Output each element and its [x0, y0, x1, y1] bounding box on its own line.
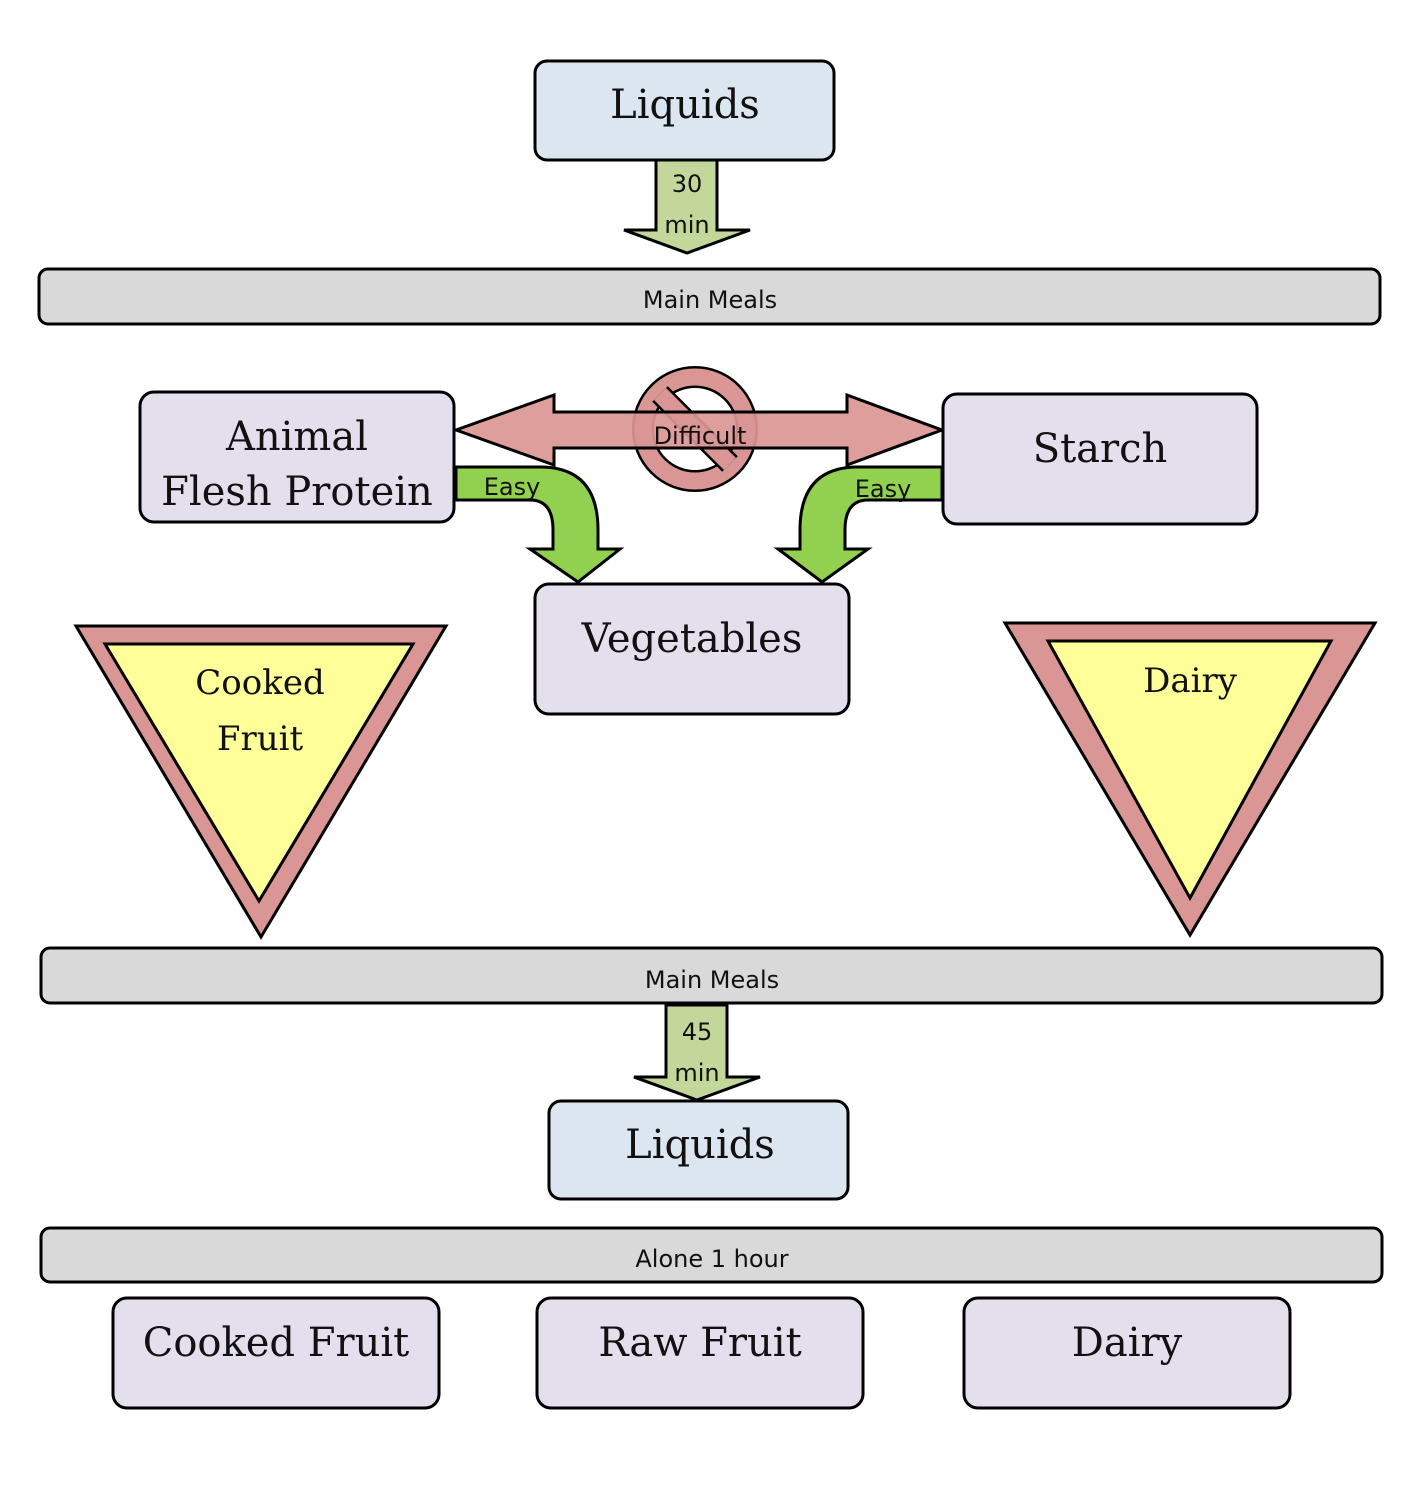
- triangle-left-line1: Cooked: [195, 663, 324, 703]
- easy-label-right: Easy: [855, 475, 912, 503]
- alone-bar: Alone 1 hour: [39, 1226, 1384, 1284]
- difficult-arrow: Difficult: [451, 392, 947, 468]
- liquids-label-bottom: Liquids: [625, 1122, 775, 1168]
- triangle-right-line1: Dairy: [1143, 661, 1238, 701]
- animal-protein-box: Animal Flesh Protein: [138, 390, 456, 524]
- main-meals-label-1: Main Meals: [643, 286, 777, 314]
- time-arrow-30: 30 min: [623, 158, 751, 255]
- difficult-label: Difficult: [654, 422, 747, 450]
- cooked-fruit-box: Cooked Fruit: [111, 1296, 441, 1410]
- main-meals-bar-1: Main Meals: [37, 267, 1382, 326]
- starch-box: Starch: [941, 392, 1259, 526]
- main-meals-bar-2: Main Meals: [39, 946, 1384, 1005]
- bottom-item-label: Raw Fruit: [598, 1320, 801, 1366]
- time-arrow-45: 45 min: [633, 1003, 761, 1102]
- main-meals-label-2: Main Meals: [645, 966, 779, 994]
- easy-arrow-left: Easy: [454, 465, 625, 584]
- arrow-45-number: 45: [682, 1018, 713, 1046]
- starch-label: Starch: [1033, 426, 1168, 472]
- vegetables-label: Vegetables: [581, 616, 803, 662]
- bottom-item-label: Cooked Fruit: [143, 1320, 410, 1366]
- arrow-30-unit: min: [664, 211, 709, 239]
- easy-label-left: Easy: [484, 473, 541, 501]
- cooked-fruit-triangle: Cooked Fruit: [73, 624, 449, 940]
- arrow-45-unit: min: [674, 1059, 719, 1087]
- protein-label-line1: Animal: [225, 414, 368, 460]
- raw-fruit-box: Raw Fruit: [535, 1296, 865, 1410]
- arrow-30-number: 30: [672, 170, 703, 198]
- dairy-triangle: Dairy: [1002, 621, 1378, 938]
- vegetables-box: Vegetables: [533, 582, 851, 716]
- liquids-label-top: Liquids: [610, 82, 760, 128]
- dairy-box: Dairy: [962, 1296, 1292, 1410]
- triangle-left-line2: Fruit: [217, 719, 304, 759]
- protein-label-line2: Flesh Protein: [161, 469, 433, 515]
- easy-arrow-right: Easy: [773, 465, 944, 584]
- bottom-item-label: Dairy: [1072, 1320, 1183, 1366]
- alone-label: Alone 1 hour: [635, 1245, 788, 1273]
- liquids-box-top: Liquids: [533, 59, 836, 162]
- liquids-box-bottom: Liquids: [547, 1099, 850, 1201]
